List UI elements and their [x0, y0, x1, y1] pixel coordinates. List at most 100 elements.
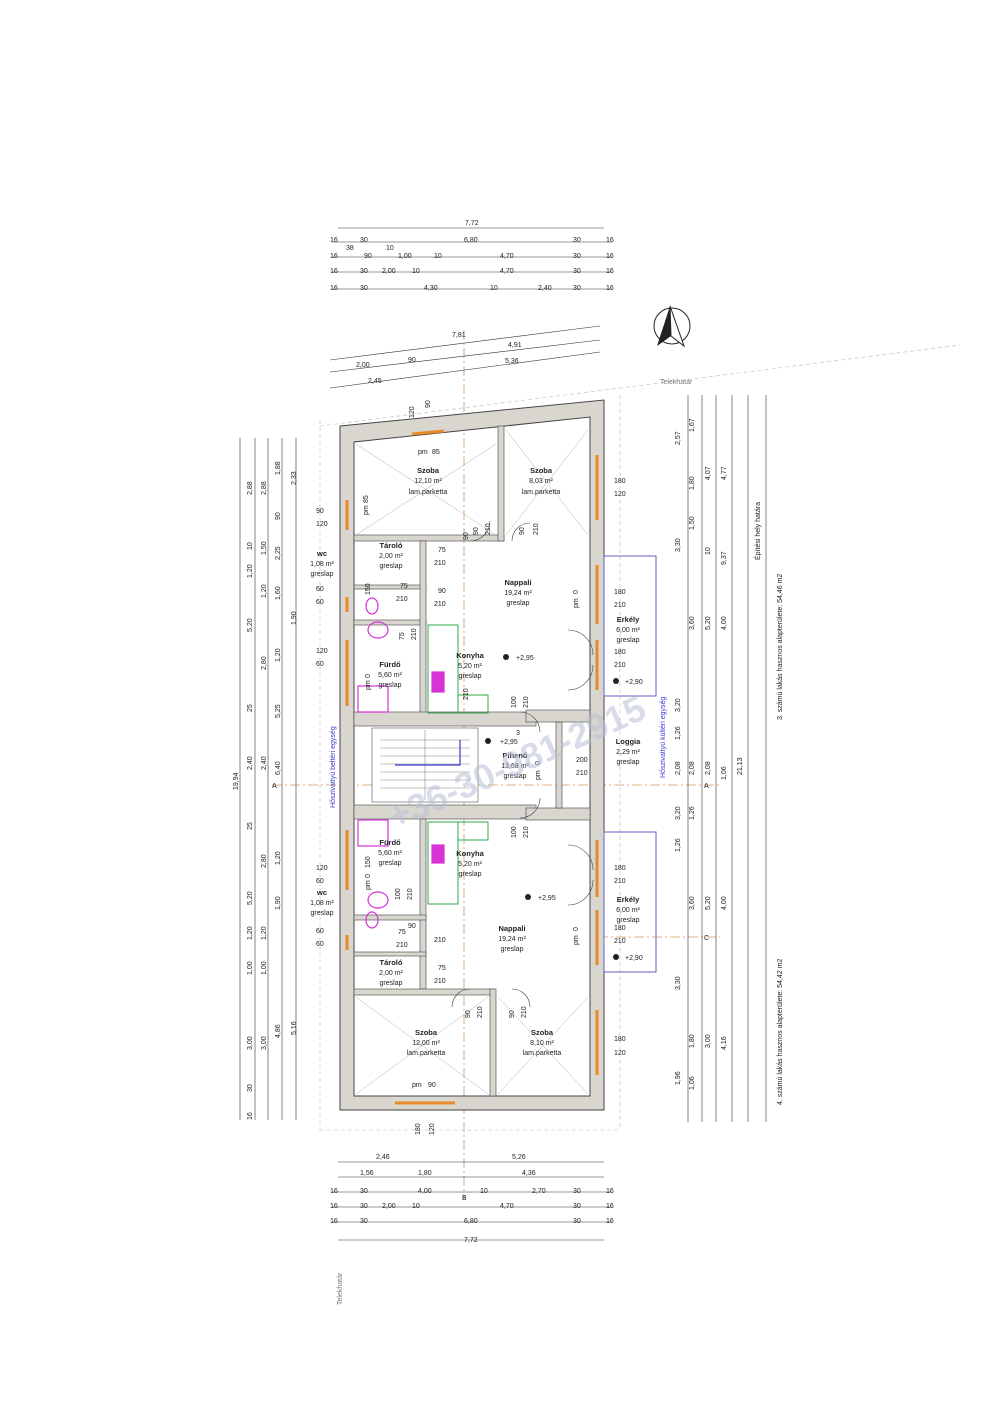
dim-label: 30 [247, 1084, 254, 1092]
dim-label: 1,06 [721, 766, 728, 780]
dim-label: 2,00 [382, 268, 396, 275]
window-tag: 90 [425, 400, 432, 408]
dim-label: 4,36 [522, 1170, 536, 1177]
door-tag: 210 [523, 826, 530, 838]
dim-label: 1,06 [689, 1076, 696, 1090]
plan-text: Fürdő [379, 660, 401, 669]
dim-label: 5,20 [247, 618, 254, 632]
door-tag: 100 [511, 696, 518, 708]
pm-tag: 0 [573, 590, 580, 594]
dim-label: 16 [606, 1188, 614, 1195]
plan-text: Konyha [456, 651, 484, 660]
dim-label: 30 [573, 268, 581, 275]
plan-text: wc [316, 888, 327, 897]
door-tag: 210 [533, 523, 540, 535]
window-tag: 210 [614, 878, 626, 885]
door-tag: 75 [399, 632, 406, 640]
window-tag: 60 [316, 928, 324, 935]
dim-label: 90 [408, 357, 416, 364]
window-tag: 120 [316, 521, 328, 528]
plan-text: Pihenő [502, 751, 527, 760]
door-tag: 210 [434, 978, 446, 985]
dim-label: 5,20 [705, 616, 712, 630]
pm-tag: 0 [535, 761, 542, 765]
dim-label: 1,80 [689, 476, 696, 490]
axis-a-left: A [272, 783, 277, 790]
dim-label: 2,08 [705, 761, 712, 775]
plan-text: lam.parketta [522, 489, 561, 496]
window-tag: 210 [614, 938, 626, 945]
window-tag: 180 [614, 865, 626, 872]
plan-text: 12,10 m² [414, 478, 442, 485]
dim-label: 5,26 [512, 1154, 526, 1161]
door-tag: 75 [438, 547, 446, 554]
dim-label: 2,08 [689, 761, 696, 775]
bottom-dimensions: 2,46 5,26 1,56 1,80 4,36 16 30 4,00 10 2… [330, 1154, 614, 1244]
dim-label: 4,70 [500, 268, 514, 275]
dim-label: 10 [247, 542, 254, 550]
dim-label: 1,20 [261, 584, 268, 598]
dim-label: 10 [480, 1188, 488, 1195]
window-tag: 120 [614, 491, 626, 498]
dim-label: 16 [606, 285, 614, 292]
dim-label: 4,70 [500, 253, 514, 260]
level-marks: +2,95 +2,90 +2,95 +2,95 +2,90 [485, 654, 643, 962]
door-tag: 90 [473, 527, 480, 535]
window-tag: 150 [365, 856, 372, 868]
dim-label: 2,00 [382, 1203, 396, 1210]
room-ceiling-lines [355, 429, 589, 1095]
door-tag: 75 [400, 583, 408, 590]
dim-label: 1,20 [275, 648, 282, 662]
dim-label: 4,00 [721, 896, 728, 910]
annotations: Telekhatár Telekhatár Építési hely határ… [272, 379, 784, 1305]
door-tag: 75 [398, 929, 406, 936]
door-tag: 100 [511, 826, 518, 838]
plan-text: greslap [311, 910, 334, 917]
dim-label: 6,80 [464, 237, 478, 244]
dim-label: 4,00 [418, 1188, 432, 1195]
dim-label: 30 [573, 1188, 581, 1195]
plan-text: Szoba [415, 1028, 438, 1037]
telekhatar-label-top: Telekhatár [660, 379, 693, 386]
dim-label: 4,77 [721, 466, 728, 480]
dim-label: 2,57 [675, 431, 682, 445]
dim-label: 2,40 [261, 756, 268, 770]
plan-text: 5,20 m² [458, 663, 482, 670]
window-tag: 60 [316, 661, 324, 668]
dim-label: 90 [275, 512, 282, 520]
door-tag: 210 [434, 937, 446, 944]
dim-label: 1,50 [689, 516, 696, 530]
level-mark: +2,90 [625, 955, 643, 962]
dim-label: 2,33 [291, 471, 298, 485]
axis-c-right: C [704, 935, 709, 942]
balcony-outlines [603, 555, 657, 973]
kitchen-counters [427, 624, 489, 905]
door-tag: 210 [411, 628, 418, 640]
dim-label: 30 [573, 237, 581, 244]
plan-text: greslap [504, 773, 527, 780]
plan-text: 19,24 m² [504, 590, 532, 597]
dim-label: 1,80 [418, 1170, 432, 1177]
dim-label: 38 [346, 245, 354, 252]
dim-label: 1,50 [261, 541, 268, 555]
dim-label: 16 [606, 268, 614, 275]
dim-label: 4,07 [705, 466, 712, 480]
dim-label: 2,88 [261, 481, 268, 495]
door-tag: 210 [434, 560, 446, 567]
dim-label: 1,00 [398, 253, 412, 260]
door-tag: 210 [576, 770, 588, 777]
plan-text: Erkély [617, 615, 640, 624]
axis-b-bottom: B [462, 1195, 467, 1202]
dim-label: 16 [247, 1112, 254, 1120]
dim-label: 3,30 [675, 538, 682, 552]
dim-label: 3,60 [689, 896, 696, 910]
dim-label: 16 [330, 285, 338, 292]
dim-label: 16 [330, 268, 338, 275]
